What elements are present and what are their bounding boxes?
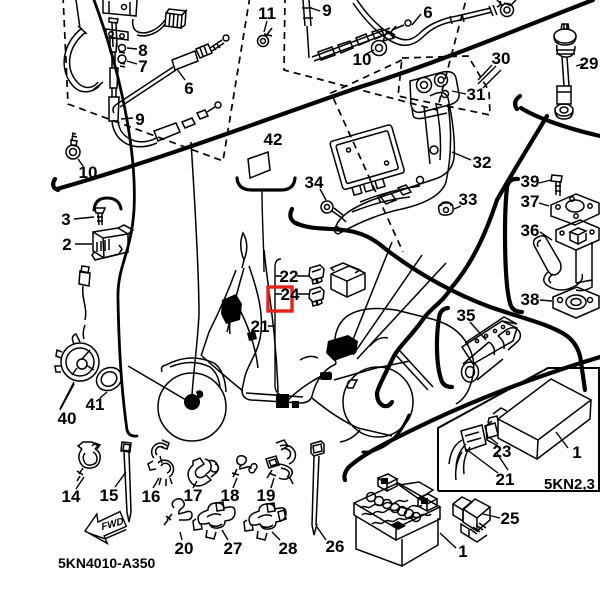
svg-text:24: 24 bbox=[281, 285, 300, 304]
svg-text:33: 33 bbox=[459, 190, 478, 209]
svg-text:2: 2 bbox=[62, 235, 71, 254]
svg-text:1: 1 bbox=[572, 443, 581, 462]
svg-text:10: 10 bbox=[353, 50, 372, 69]
svg-text:27: 27 bbox=[224, 539, 243, 558]
svg-text:29: 29 bbox=[580, 54, 599, 73]
svg-text:16: 16 bbox=[142, 487, 161, 506]
svg-text:5KN4010-A350: 5KN4010-A350 bbox=[58, 555, 155, 571]
svg-text:3: 3 bbox=[61, 210, 70, 229]
svg-text:23: 23 bbox=[493, 442, 512, 461]
svg-text:7: 7 bbox=[138, 57, 147, 76]
svg-text:17: 17 bbox=[184, 486, 203, 505]
svg-text:37: 37 bbox=[521, 192, 540, 211]
svg-text:18: 18 bbox=[221, 486, 240, 505]
svg-text:20: 20 bbox=[175, 539, 194, 558]
svg-text:21: 21 bbox=[496, 470, 515, 489]
svg-text:41: 41 bbox=[86, 395, 105, 414]
svg-text:5KN2,3: 5KN2,3 bbox=[544, 476, 595, 493]
svg-text:8: 8 bbox=[138, 41, 147, 60]
svg-text:40: 40 bbox=[58, 409, 77, 428]
svg-text:19: 19 bbox=[257, 486, 276, 505]
svg-text:15: 15 bbox=[100, 486, 119, 505]
svg-text:9: 9 bbox=[322, 1, 331, 20]
svg-text:25: 25 bbox=[501, 509, 520, 528]
svg-text:34: 34 bbox=[305, 173, 324, 192]
svg-text:11: 11 bbox=[258, 4, 276, 23]
svg-text:38: 38 bbox=[521, 290, 540, 309]
svg-text:9: 9 bbox=[135, 110, 144, 129]
svg-text:22: 22 bbox=[280, 267, 299, 286]
svg-text:21: 21 bbox=[251, 317, 270, 336]
svg-text:31: 31 bbox=[467, 85, 486, 104]
svg-text:36: 36 bbox=[521, 221, 540, 240]
svg-text:26: 26 bbox=[326, 537, 345, 556]
svg-text:6: 6 bbox=[184, 79, 193, 98]
svg-text:42: 42 bbox=[264, 130, 283, 149]
svg-text:35: 35 bbox=[457, 306, 476, 325]
svg-text:32: 32 bbox=[473, 153, 492, 172]
svg-text:1: 1 bbox=[458, 542, 467, 561]
svg-text:10: 10 bbox=[79, 163, 98, 182]
svg-text:6: 6 bbox=[423, 3, 432, 22]
svg-text:28: 28 bbox=[279, 539, 298, 558]
svg-text:14: 14 bbox=[62, 487, 81, 506]
svg-text:30: 30 bbox=[492, 49, 511, 68]
svg-text:39: 39 bbox=[521, 172, 540, 191]
